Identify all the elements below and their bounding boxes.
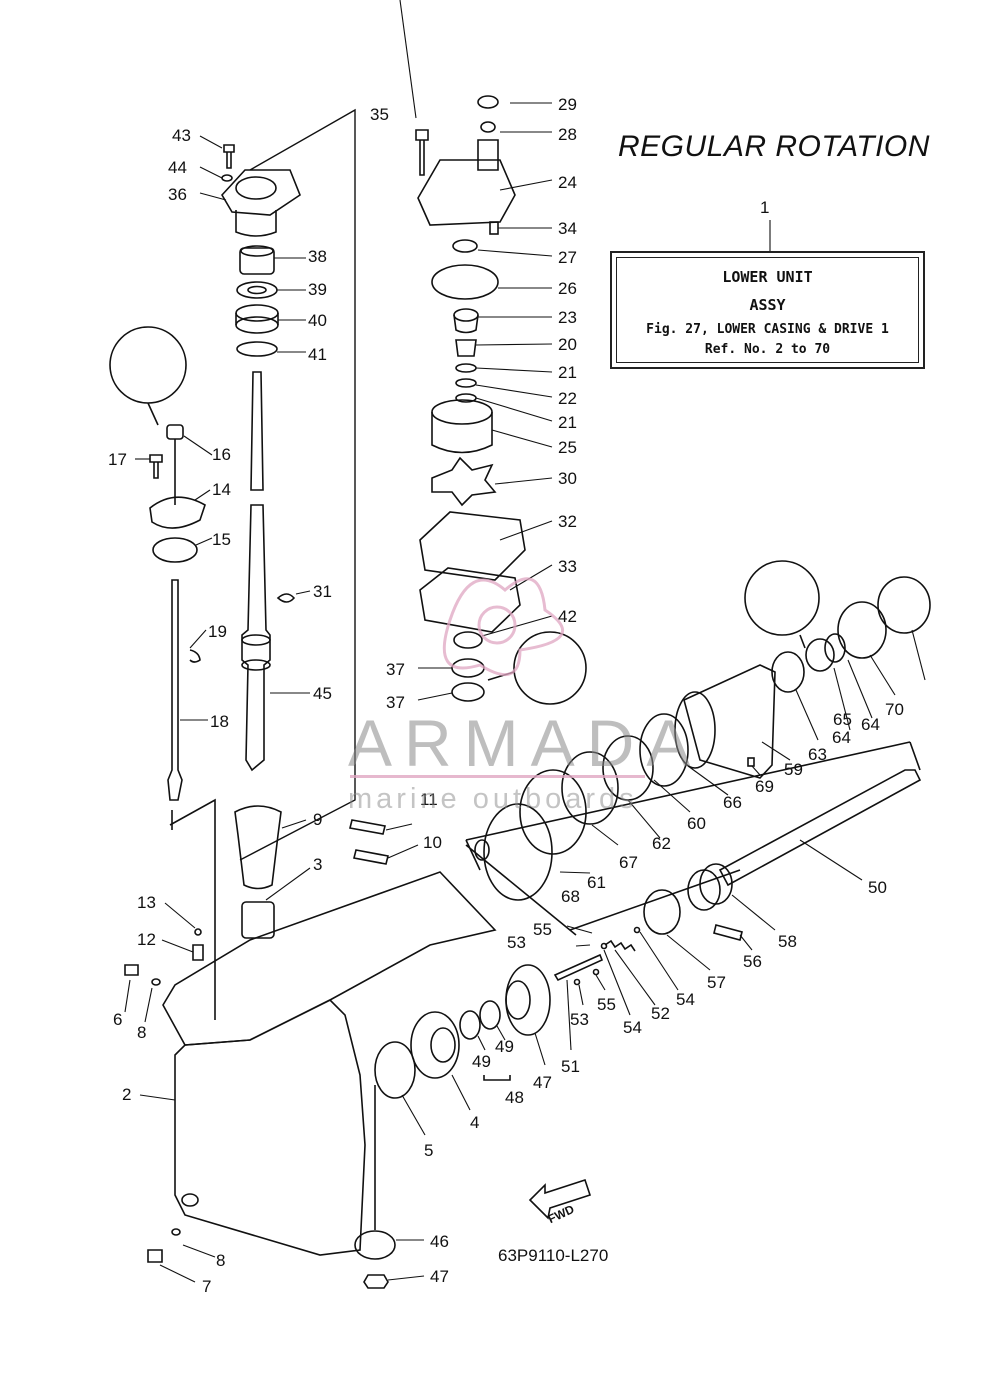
callout-number-53: 53 <box>570 1010 589 1029</box>
callout-number-49: 49 <box>472 1052 491 1071</box>
callout-number-14: 14 <box>212 480 231 499</box>
callout-number-30: 30 <box>558 469 577 488</box>
callout-number-50: 50 <box>868 878 887 897</box>
callout-number-23: 23 <box>558 308 577 327</box>
callout-number-49: 49 <box>495 1037 514 1056</box>
callout-number-51: 51 <box>561 1057 580 1076</box>
callout-number-44: 44 <box>168 158 187 177</box>
callout-number-21: 21 <box>558 413 577 432</box>
callout-number-32: 32 <box>558 512 577 531</box>
callout-number-19: 19 <box>208 622 227 641</box>
callout-number-43: 43 <box>172 126 191 145</box>
callout-number-65: 65 <box>833 710 852 729</box>
callout-number-62: 62 <box>652 834 671 853</box>
callout-number-4: 4 <box>470 1113 479 1132</box>
fwd-arrow-label: FWD <box>546 1202 577 1226</box>
callout-number-40: 40 <box>308 311 327 330</box>
reference-box-line-1: LOWER UNIT <box>722 268 813 286</box>
drawing-code: 63P9110-L270 <box>498 1246 609 1265</box>
callout-number-39: 39 <box>308 280 327 299</box>
callout-number-11: 11 <box>420 790 438 809</box>
watermark-divider <box>350 775 645 778</box>
callout-number-20: 20 <box>558 335 577 354</box>
callout-number-60: 60 <box>687 814 706 833</box>
callout-number-42: 42 <box>558 607 577 626</box>
callout-number-70: 70 <box>885 700 904 719</box>
callout-number-53: 53 <box>507 933 526 952</box>
callout-number-3: 3 <box>313 855 322 874</box>
callout-number-57: 57 <box>707 973 726 992</box>
callout-number-37: 37 <box>386 660 405 679</box>
callout-number-37: 37 <box>386 693 405 712</box>
callout-number-64: 64 <box>861 715 880 734</box>
callout-ref-1: 1 <box>760 198 769 217</box>
callout-number-15: 15 <box>212 530 231 549</box>
callout-number-6: 6 <box>113 1010 122 1029</box>
callout-number-16: 16 <box>212 445 231 464</box>
reference-box-inner: LOWER UNIT ASSY Fig. 27, LOWER CASING & … <box>616 257 919 363</box>
callout-number-46: 46 <box>430 1232 449 1251</box>
callout-number-34: 34 <box>558 219 577 238</box>
callout-number-35: 35 <box>370 105 389 124</box>
callout-number-66: 66 <box>723 793 742 812</box>
callout-number-55: 55 <box>533 920 552 939</box>
callout-number-63: 63 <box>808 745 827 764</box>
reference-box: LOWER UNIT ASSY Fig. 27, LOWER CASING & … <box>610 251 925 369</box>
reference-box-line-4: Ref. No. 2 to 70 <box>704 342 831 357</box>
watermark-tagline: marine outboards <box>348 783 638 815</box>
callout-number-55: 55 <box>597 995 616 1014</box>
callout-number-2: 2 <box>122 1085 131 1104</box>
callout-number-24: 24 <box>558 173 577 192</box>
callout-number-36: 36 <box>168 185 187 204</box>
callout-number-41: 41 <box>308 345 327 364</box>
callout-number-33: 33 <box>558 557 577 576</box>
callout-number-10: 10 <box>423 833 442 852</box>
callout-number-67: 67 <box>619 853 638 872</box>
callout-number-12: 12 <box>137 930 156 949</box>
callout-number-64: 64 <box>832 728 851 747</box>
callout-number-31: 31 <box>313 582 332 601</box>
callout-number-26: 26 <box>558 279 577 298</box>
page-title: REGULAR ROTATION <box>618 130 930 163</box>
callout-number-22: 22 <box>558 389 577 408</box>
callout-number-18: 18 <box>210 712 229 731</box>
callout-number-25: 25 <box>558 438 577 457</box>
callout-number-17: 17 <box>108 450 127 469</box>
callout-number-38: 38 <box>308 247 327 266</box>
callout-number-13: 13 <box>137 893 156 912</box>
callout-number-68: 68 <box>561 887 580 906</box>
watermark-brand: ARMADA <box>348 706 703 780</box>
callout-number-5: 5 <box>424 1141 433 1160</box>
reference-box-line-2: ASSY <box>749 296 786 314</box>
callout-number-54: 54 <box>623 1018 642 1037</box>
callout-number-8: 8 <box>137 1023 146 1042</box>
callout-number-52: 52 <box>651 1004 670 1023</box>
callout-number-21: 21 <box>558 363 577 382</box>
callout-number-58: 58 <box>778 932 797 951</box>
callout-number-59: 59 <box>784 760 803 779</box>
reference-box-line-3: Fig. 27, LOWER CASING & DRIVE 1 <box>646 322 889 337</box>
callout-number-47: 47 <box>430 1267 449 1286</box>
callout-number-69: 69 <box>755 777 774 796</box>
callout-number-7: 7 <box>202 1277 211 1296</box>
callout-number-9: 9 <box>313 810 322 829</box>
callout-number-48: 48 <box>505 1088 524 1107</box>
callout-number-56: 56 <box>743 952 762 971</box>
callout-number-29: 29 <box>558 95 577 114</box>
callout-number-54: 54 <box>676 990 695 1009</box>
callout-number-47: 47 <box>533 1073 552 1092</box>
callout-number-27: 27 <box>558 248 577 267</box>
callout-number-8: 8 <box>216 1251 225 1270</box>
callout-number-61: 61 <box>587 873 606 892</box>
callout-number-28: 28 <box>558 125 577 144</box>
callout-number-45: 45 <box>313 684 332 703</box>
